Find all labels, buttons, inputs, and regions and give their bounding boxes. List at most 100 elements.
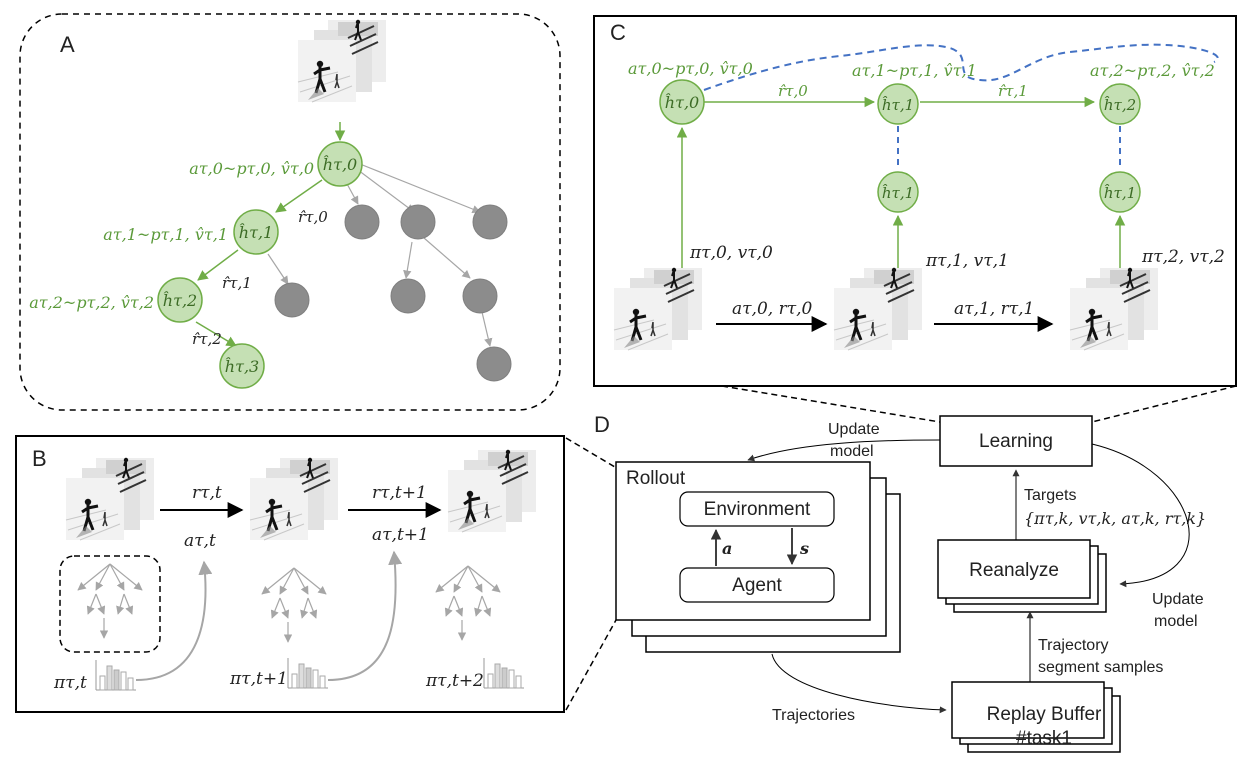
update-model-top-1: Update [828,421,880,438]
c-target-1: πτ,1, vτ,1 [925,251,1009,271]
node-3: ĥτ,3 [219,343,265,389]
panel-b-letter: B [32,446,47,471]
panel-c: C ĥτ,0 ĥτ,1 ĥτ,2 ĥτ,1 ĥτ,1 aτ,0~pτ, [593,15,1237,387]
callout-c-left [721,385,941,423]
search-tree-highlight [59,555,161,653]
node-root: ĥτ,0 [317,141,363,187]
c-action-reward-1: aτ,1, rτ,1 [954,299,1034,319]
policy-to-action-arrow-2 [327,550,403,681]
action-t-label: aτ,t [184,531,216,551]
action-symbol: a [722,539,732,558]
segment-samples-label-2: segment samples [1038,659,1163,676]
callout-c-right [1091,385,1237,423]
policy-t-label: πτ,t [53,673,87,693]
dynamics-consistency-curve [703,43,1219,91]
search-tree-t [78,564,142,638]
c-node-h1-encoded-label: ĥτ,1 [882,184,914,202]
policy-t1-histogram [287,657,329,689]
reanalyze-box [937,539,1091,599]
panel-a: A [19,13,561,411]
c-node-h0: ĥτ,0 [659,79,705,125]
unexpanded-nodes [274,204,512,382]
update-model-right-2: model [1154,613,1198,630]
c-node-h0-label: ĥτ,0 [665,92,699,112]
c-observation-2 [1068,266,1160,352]
search-tree-t2 [436,566,500,640]
reward-t-label: rτ,t [192,483,222,503]
node-1-policy-label: aτ,1~pτ,1, v̂τ,1 [103,225,228,244]
c-node-h1-encoded: ĥτ,1 [877,171,919,213]
c-policy-1: aτ,1~pτ,1, v̂τ,1 [852,61,977,80]
panel-b-border [15,435,565,713]
panel-b: B rτ,t aτ,t rτ,t+1 aτ,t+1 πτ,t πτ,t+1 πτ… [15,435,565,713]
update-model-top-2: model [830,443,874,460]
replay-buffer-label-2: #task1 [1016,728,1072,749]
c-target-2: πτ,2, vτ,2 [1141,247,1225,267]
update-model-arrow-rollout [747,439,941,462]
reward-0-label: r̂τ,0 [298,208,328,226]
unexpanded-edges [267,163,493,347]
panel-d-letter: D [594,412,610,437]
reanalyze-label: Reanalyze [969,560,1059,581]
node-2: ĥτ,2 [157,277,203,323]
node-1-label: ĥτ,1 [239,222,273,242]
expanded-edges [195,179,323,347]
segment-samples-label-1: Trajectory [1038,637,1109,654]
search-tree-t1 [262,568,326,642]
replay-buffer-label-1: Replay Buffer [987,704,1102,725]
c-action-reward-0: aτ,0, rτ,0 [732,299,813,319]
state-symbol: s [799,539,809,558]
targets-label-2: {πτ,k, vτ,k, aτ,k, rτ,k} [1024,509,1206,528]
trajectories-arrow [771,653,947,714]
root-policy-label: aτ,0~pτ,0, v̂τ,0 [189,159,314,178]
policy-t1-label: πτ,t+1 [229,669,288,689]
node-3-label: ĥτ,3 [225,356,259,376]
c-node-h2-encoded-label: ĥτ,1 [1104,184,1136,202]
callout-b-top [565,437,621,471]
callout-b-bottom [565,619,617,711]
panel-d: D Learning Rollout Environment Agent a s… [594,412,1206,753]
environment-label: Environment [704,499,811,520]
observation-t [64,456,156,542]
environment-box [679,491,835,527]
c-node-h2-label: ĥτ,2 [1104,96,1136,114]
observation-t1 [248,456,340,542]
c-reward-0: r̂τ,0 [778,82,808,100]
c-policy-0: aτ,0~pτ,0, v̂τ,0 [628,59,753,78]
reward-1-label: r̂τ,1 [222,274,252,292]
policy-t2-label: πτ,t+2 [425,671,484,691]
c-observation-1 [832,266,924,352]
node-2-label: ĥτ,2 [163,290,197,310]
node-2-policy-label: aτ,2~pτ,2, v̂τ,2 [29,293,154,312]
trajectories-label: Trajectories [772,707,855,724]
c-observation-0 [612,266,704,352]
policy-t-histogram [95,659,137,691]
policy-to-action-arrow-1 [135,560,213,681]
panel-a-border [19,13,561,411]
c-reward-1: r̂τ,1 [998,82,1028,100]
c-policy-2: aτ,2~pτ,2, v̂τ,2 [1090,61,1215,80]
node-1: ĥτ,1 [233,209,279,255]
policy-t2-histogram [483,657,525,689]
node-root-label: ĥτ,0 [323,154,357,174]
learning-label: Learning [979,431,1053,452]
reward-2-label: r̂τ,2 [192,330,222,348]
observation-t2 [446,448,538,534]
agent-label: Agent [732,575,782,596]
panel-c-border [593,15,1237,387]
panel-a-letter: A [60,32,75,57]
update-model-arrow-reanalyze [1091,443,1190,588]
action-t1-label: aτ,t+1 [372,525,429,545]
rollout-label: Rollout [626,468,686,489]
panel-c-letter: C [610,20,626,45]
agent-box [679,567,835,603]
c-node-h2: ĥτ,2 [1099,83,1141,125]
replay-buffer-box [951,681,1105,739]
c-target-0: πτ,0, vτ,0 [689,243,773,263]
c-node-h1-label: ĥτ,1 [882,96,914,114]
c-node-h1: ĥτ,1 [877,83,919,125]
targets-label-1: Targets [1024,487,1076,504]
observation-image [296,18,388,104]
update-model-right-1: Update [1152,591,1204,608]
